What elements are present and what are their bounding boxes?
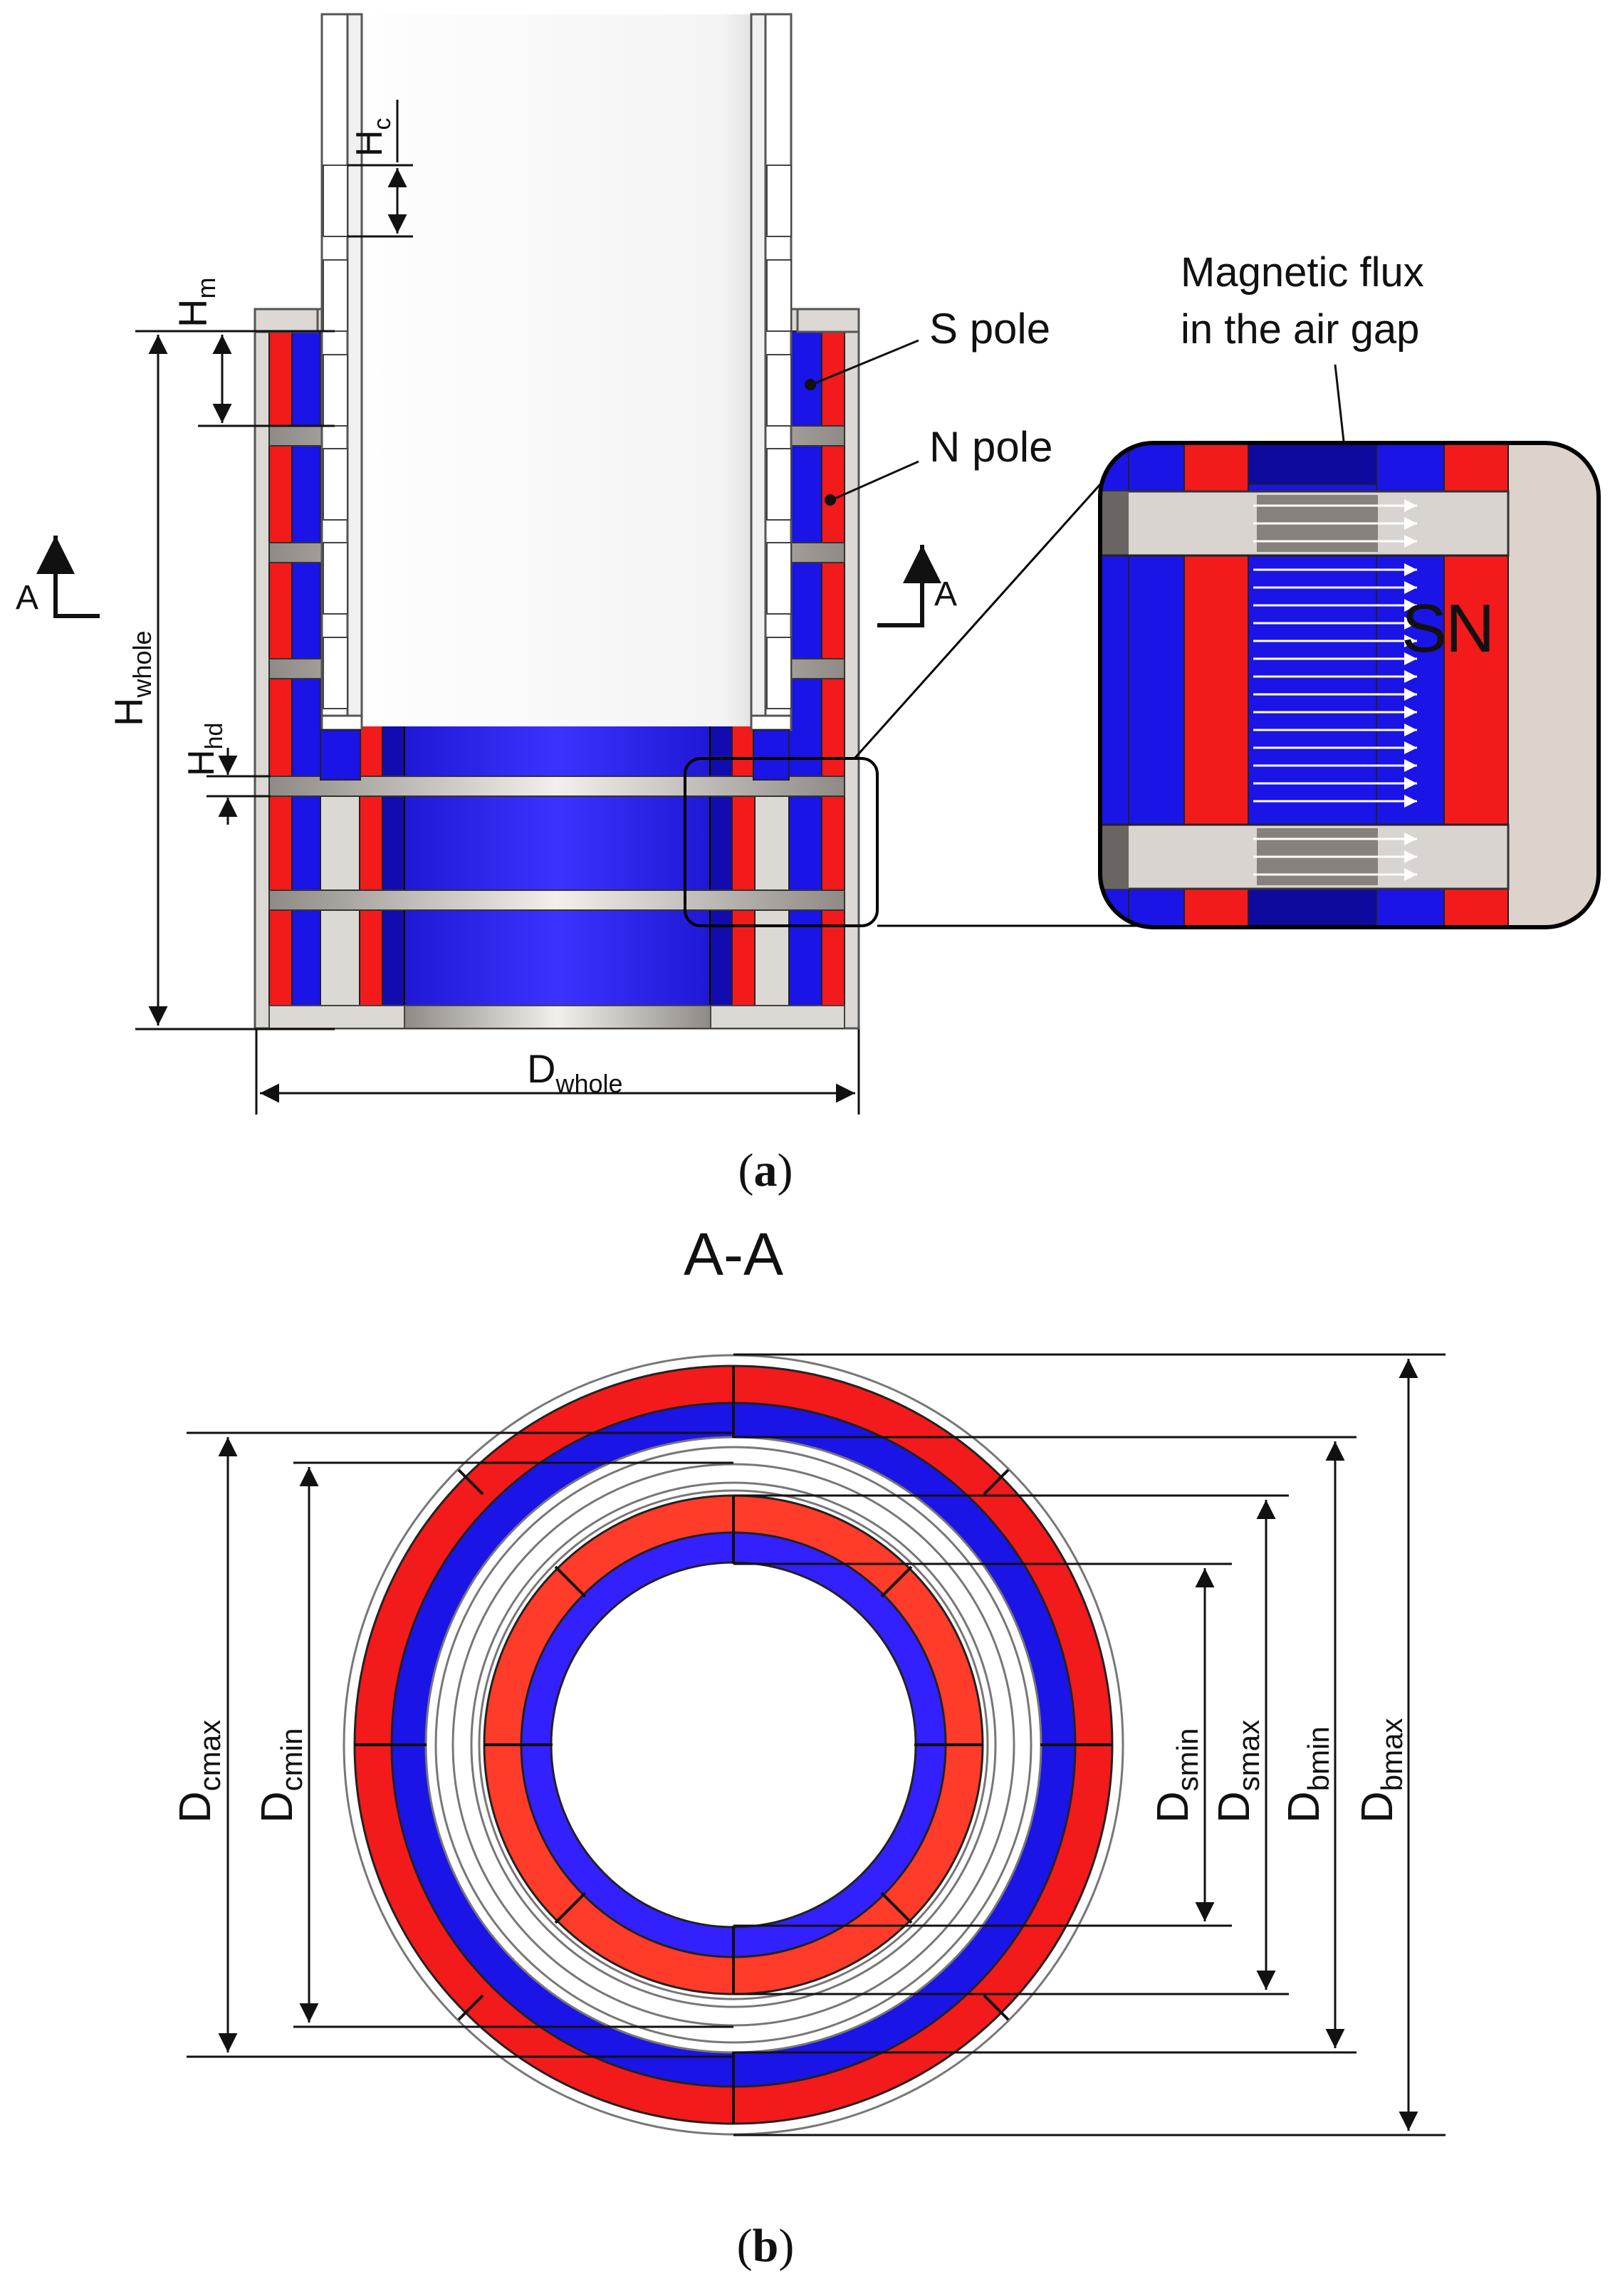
dim-hwhole-sub: whole [127,630,157,698]
svg-text:Hm: Hm [170,278,221,328]
inset-label-s: S [1401,590,1447,667]
dim-hc-main: H [349,130,390,157]
caption-b: (b) [737,2220,795,2272]
svg-text:Hwhole: Hwhole [106,630,157,726]
label-flux-line1: Magnetic flux [1181,249,1424,296]
section-marker-left: A [16,536,100,618]
zoom-region-box [684,757,879,927]
svg-text:Hhd: Hhd [181,723,228,776]
label-s-pole: S pole [929,305,1050,353]
dim-hhd-sub: hd [201,723,228,750]
svg-text:Dsmin: Dsmin [1149,1728,1204,1823]
dim-dcmax-sub: cmax [193,1720,226,1791]
svg-text:Dsmax: Dsmax [1210,1720,1265,1823]
dim-hc-sub: c [369,118,396,130]
panel-b-section-a-a: A-A [171,1221,1446,2272]
label-n-pole: N pole [929,423,1052,471]
dim-dcmin-sub: cmin [275,1728,308,1792]
dim-hm-sub: m [192,278,221,299]
dim-dsmax-sub: smax [1232,1720,1265,1791]
svg-text:Dcmax: Dcmax [171,1720,226,1823]
dim-dsmax-main: D [1210,1791,1259,1823]
dim-dbmin-main: D [1280,1791,1329,1823]
dim-dbmax-main: D [1353,1791,1402,1823]
section-marker-right: A [877,545,957,627]
dim-hm-main: H [170,299,215,328]
section-title: A-A [684,1221,783,1288]
svg-text:Dbmin: Dbmin [1280,1726,1335,1823]
label-flux-line2: in the air gap [1181,306,1419,353]
dim-dbmax-sub: bmax [1375,1718,1408,1792]
svg-text:Dbmax: Dbmax [1353,1718,1408,1823]
svg-text:Hc: Hc [349,118,396,157]
panel-a-cross-section: Hwhole Hm Hc Hhd Dwhole [16,13,1601,1196]
inset-label-n: N [1446,590,1495,667]
segment-dividers [355,1366,1112,2124]
dim-dsmin-main: D [1149,1791,1198,1823]
dim-dbmin-sub: bmin [1302,1726,1335,1791]
svg-text:Dwhole: Dwhole [527,1046,623,1098]
translator-tube [320,13,793,731]
section-label-right: A [934,575,957,613]
inset-magnified-view: S N [1098,441,1601,929]
dim-dcmin-main: D [253,1791,302,1823]
caption-a: (a) [738,1144,793,1196]
section-label-left: A [16,579,38,617]
dim-hhd-main: H [181,749,222,776]
svg-text:Dcmin: Dcmin [253,1728,308,1823]
dim-dwhole-sub: whole [555,1069,622,1098]
dim-dsmin-sub: smin [1171,1728,1204,1792]
dim-dcmax-main: D [171,1791,220,1823]
dim-dwhole-main: D [527,1046,555,1091]
dim-hwhole-main: H [106,698,151,726]
